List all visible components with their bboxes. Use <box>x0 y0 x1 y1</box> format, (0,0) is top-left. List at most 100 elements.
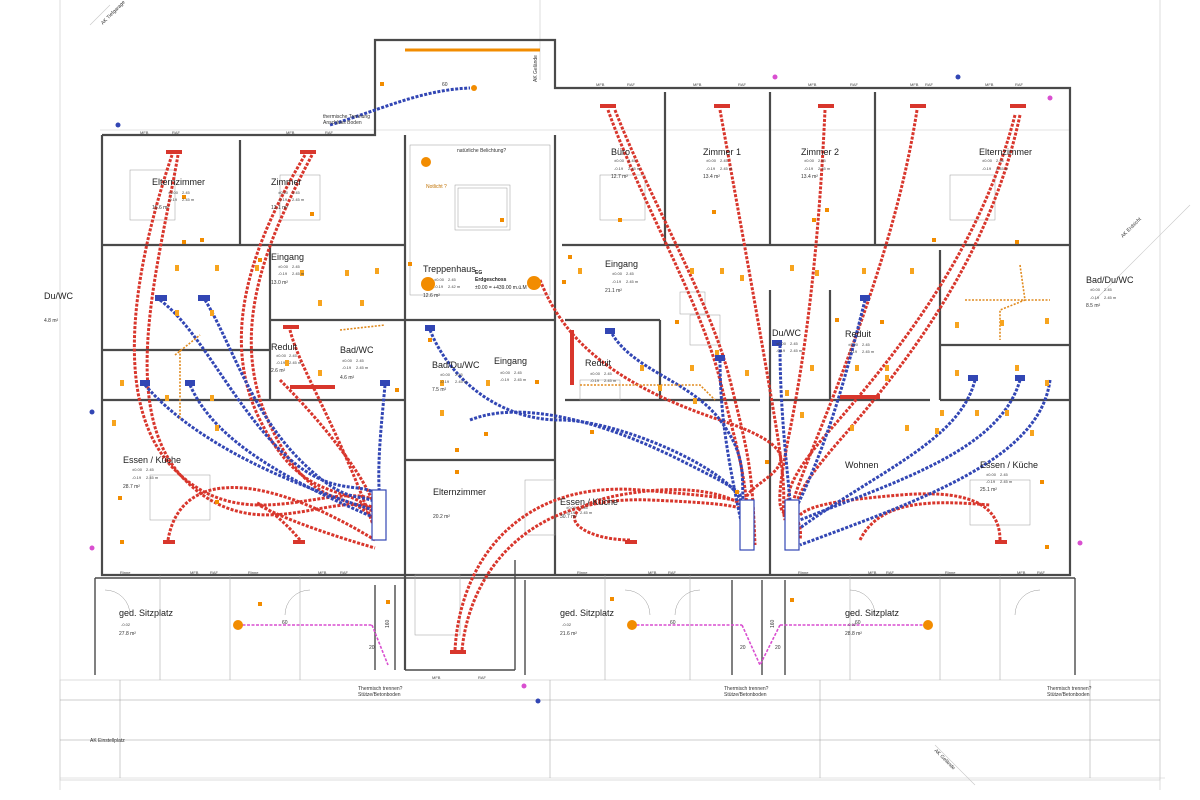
label-rinne: Rinne <box>945 570 956 575</box>
room-level: ±0.00 <box>276 353 286 358</box>
fine-details <box>60 144 1160 778</box>
dimension: 160 <box>770 619 776 628</box>
room-level: -0.19 <box>776 348 786 353</box>
label-raf: RAF <box>1037 570 1045 575</box>
room-level: -0.19 <box>612 279 622 284</box>
room-level: ±0.00 <box>986 472 996 477</box>
room-height: 2.45 <box>626 271 634 276</box>
room-level: -0.19 <box>500 377 510 382</box>
floor-name: Erdgeschoss <box>475 277 507 283</box>
room-name: Zimmer 2 <box>801 147 839 157</box>
room-height: 2.45 m <box>628 166 641 171</box>
room-name: Elternzimmer <box>979 147 1033 157</box>
room-area: 12.7 m² <box>611 174 628 180</box>
dimension: 20 <box>369 645 375 651</box>
room-name: Essen / Küche <box>980 460 1039 470</box>
room-area: 21.6 m² <box>560 631 577 637</box>
room-height: 2.45 m <box>626 279 639 284</box>
room-level: -0.19 <box>1090 295 1100 300</box>
note-thermal-bottom-right-2: Stütze/Betonboden <box>1047 692 1090 698</box>
room-name: Büro <box>611 147 631 157</box>
terrace-walls <box>94 560 1076 675</box>
floor-level: ±0.00 = +439.00 m.ü.M <box>475 285 527 291</box>
light-points <box>112 265 1049 436</box>
room-height: 2.45 m <box>1000 479 1013 484</box>
label-raf: RAF <box>850 82 858 87</box>
room-area: 28.7 m² <box>123 484 140 490</box>
walls <box>100 38 1072 670</box>
room-height: 2.42 m <box>448 284 461 289</box>
room-height: 2.45 <box>628 158 636 163</box>
room-level: ±0.00 <box>500 370 510 375</box>
room-name: Wohnen <box>845 460 879 470</box>
room-area: 15.6 m² <box>152 205 169 211</box>
label-mfb: MFB <box>693 82 702 87</box>
label-rinne: Rinne <box>248 570 259 575</box>
dimension: 60 <box>442 82 448 88</box>
room-level: ±0.00 <box>982 158 992 163</box>
room-level: -0.02 <box>562 622 572 627</box>
room-height: 2.45 <box>356 358 364 363</box>
room-level: -0.02 <box>121 622 131 627</box>
label-raf: RAF <box>886 570 894 575</box>
room-name: Reduit <box>845 329 872 339</box>
floor-code: EG <box>475 270 483 276</box>
room-area: 30.7 m² <box>560 514 577 520</box>
room-area: 13.0 m² <box>271 280 288 286</box>
dimension: 20 <box>775 645 781 651</box>
label-mfb: MFB <box>910 82 919 87</box>
room-height: 2.45 m <box>356 365 369 370</box>
room-level: ±0.00 <box>168 190 178 195</box>
room-height: 2.45 <box>862 342 870 347</box>
room-height: 2.45 m <box>818 166 831 171</box>
label-mfb: MFB <box>318 570 327 575</box>
label-mfb: MFB <box>1017 570 1026 575</box>
room-area: 7.5 m² <box>432 387 447 393</box>
room-height: 2.45 m <box>604 378 617 383</box>
light-fixtures <box>233 85 933 630</box>
note-thermal-bottom-right: Thermisch trennen? <box>1047 686 1092 692</box>
dimension: 20 <box>740 645 746 651</box>
room-name: Zimmer <box>271 177 302 187</box>
edge-markers <box>89 74 1083 704</box>
room-name: Bad/Du/WC <box>1086 275 1134 285</box>
room-level: ±0.00 <box>706 158 716 163</box>
room-height: 2.45 <box>604 371 612 376</box>
label-mfb: MFB <box>140 130 149 135</box>
room-height: 2.45 m <box>146 475 159 480</box>
label-mfb: MFB <box>432 675 441 680</box>
label-mfb: MFB <box>808 82 817 87</box>
room-height: 2.45 <box>580 505 588 510</box>
note-emergency-light: Notlicht ? <box>426 184 447 190</box>
room-level: -0.19 <box>566 510 576 515</box>
room-name: Du/WC <box>44 291 73 301</box>
room-level: ±0.00 <box>342 358 352 363</box>
room-height: 2.45 <box>455 372 463 377</box>
room-name: Zimmer 1 <box>703 147 741 157</box>
room-level: ±0.00 <box>1090 287 1100 292</box>
room-level: -0.19 <box>590 378 600 383</box>
room-name: ged. Sitzplatz <box>560 608 615 618</box>
label-raf: RAF <box>478 675 486 680</box>
dimension: 60 <box>670 620 676 626</box>
room-height: 2.45 m <box>862 349 875 354</box>
room-area: 13.4 m² <box>801 174 818 180</box>
room-area: 8.5 m² <box>1086 303 1101 309</box>
room-area: 2.6 m² <box>271 368 286 374</box>
cooling-pipes <box>143 86 1052 547</box>
room-area: 21.1 m² <box>605 288 622 294</box>
room-level: -0.19 <box>434 284 444 289</box>
label-mfb: MFB <box>648 570 657 575</box>
note-thermal-bottom-center-2: Stütze/Betonboden <box>724 692 767 698</box>
room-area: 4.8 m² <box>44 318 59 324</box>
room-level: -0.19 <box>706 166 716 171</box>
room-level: ±0.00 <box>590 371 600 376</box>
note-natural-light: natürliche Belichtung? <box>457 148 507 154</box>
room-height: 2.45 <box>182 190 190 195</box>
room-level: ±0.00 <box>434 277 444 282</box>
room-name: Treppenhaus <box>423 264 476 274</box>
dimension: 60 <box>282 620 288 626</box>
label-mfb: MFB <box>985 82 994 87</box>
label-rinne: Rinne <box>577 570 588 575</box>
